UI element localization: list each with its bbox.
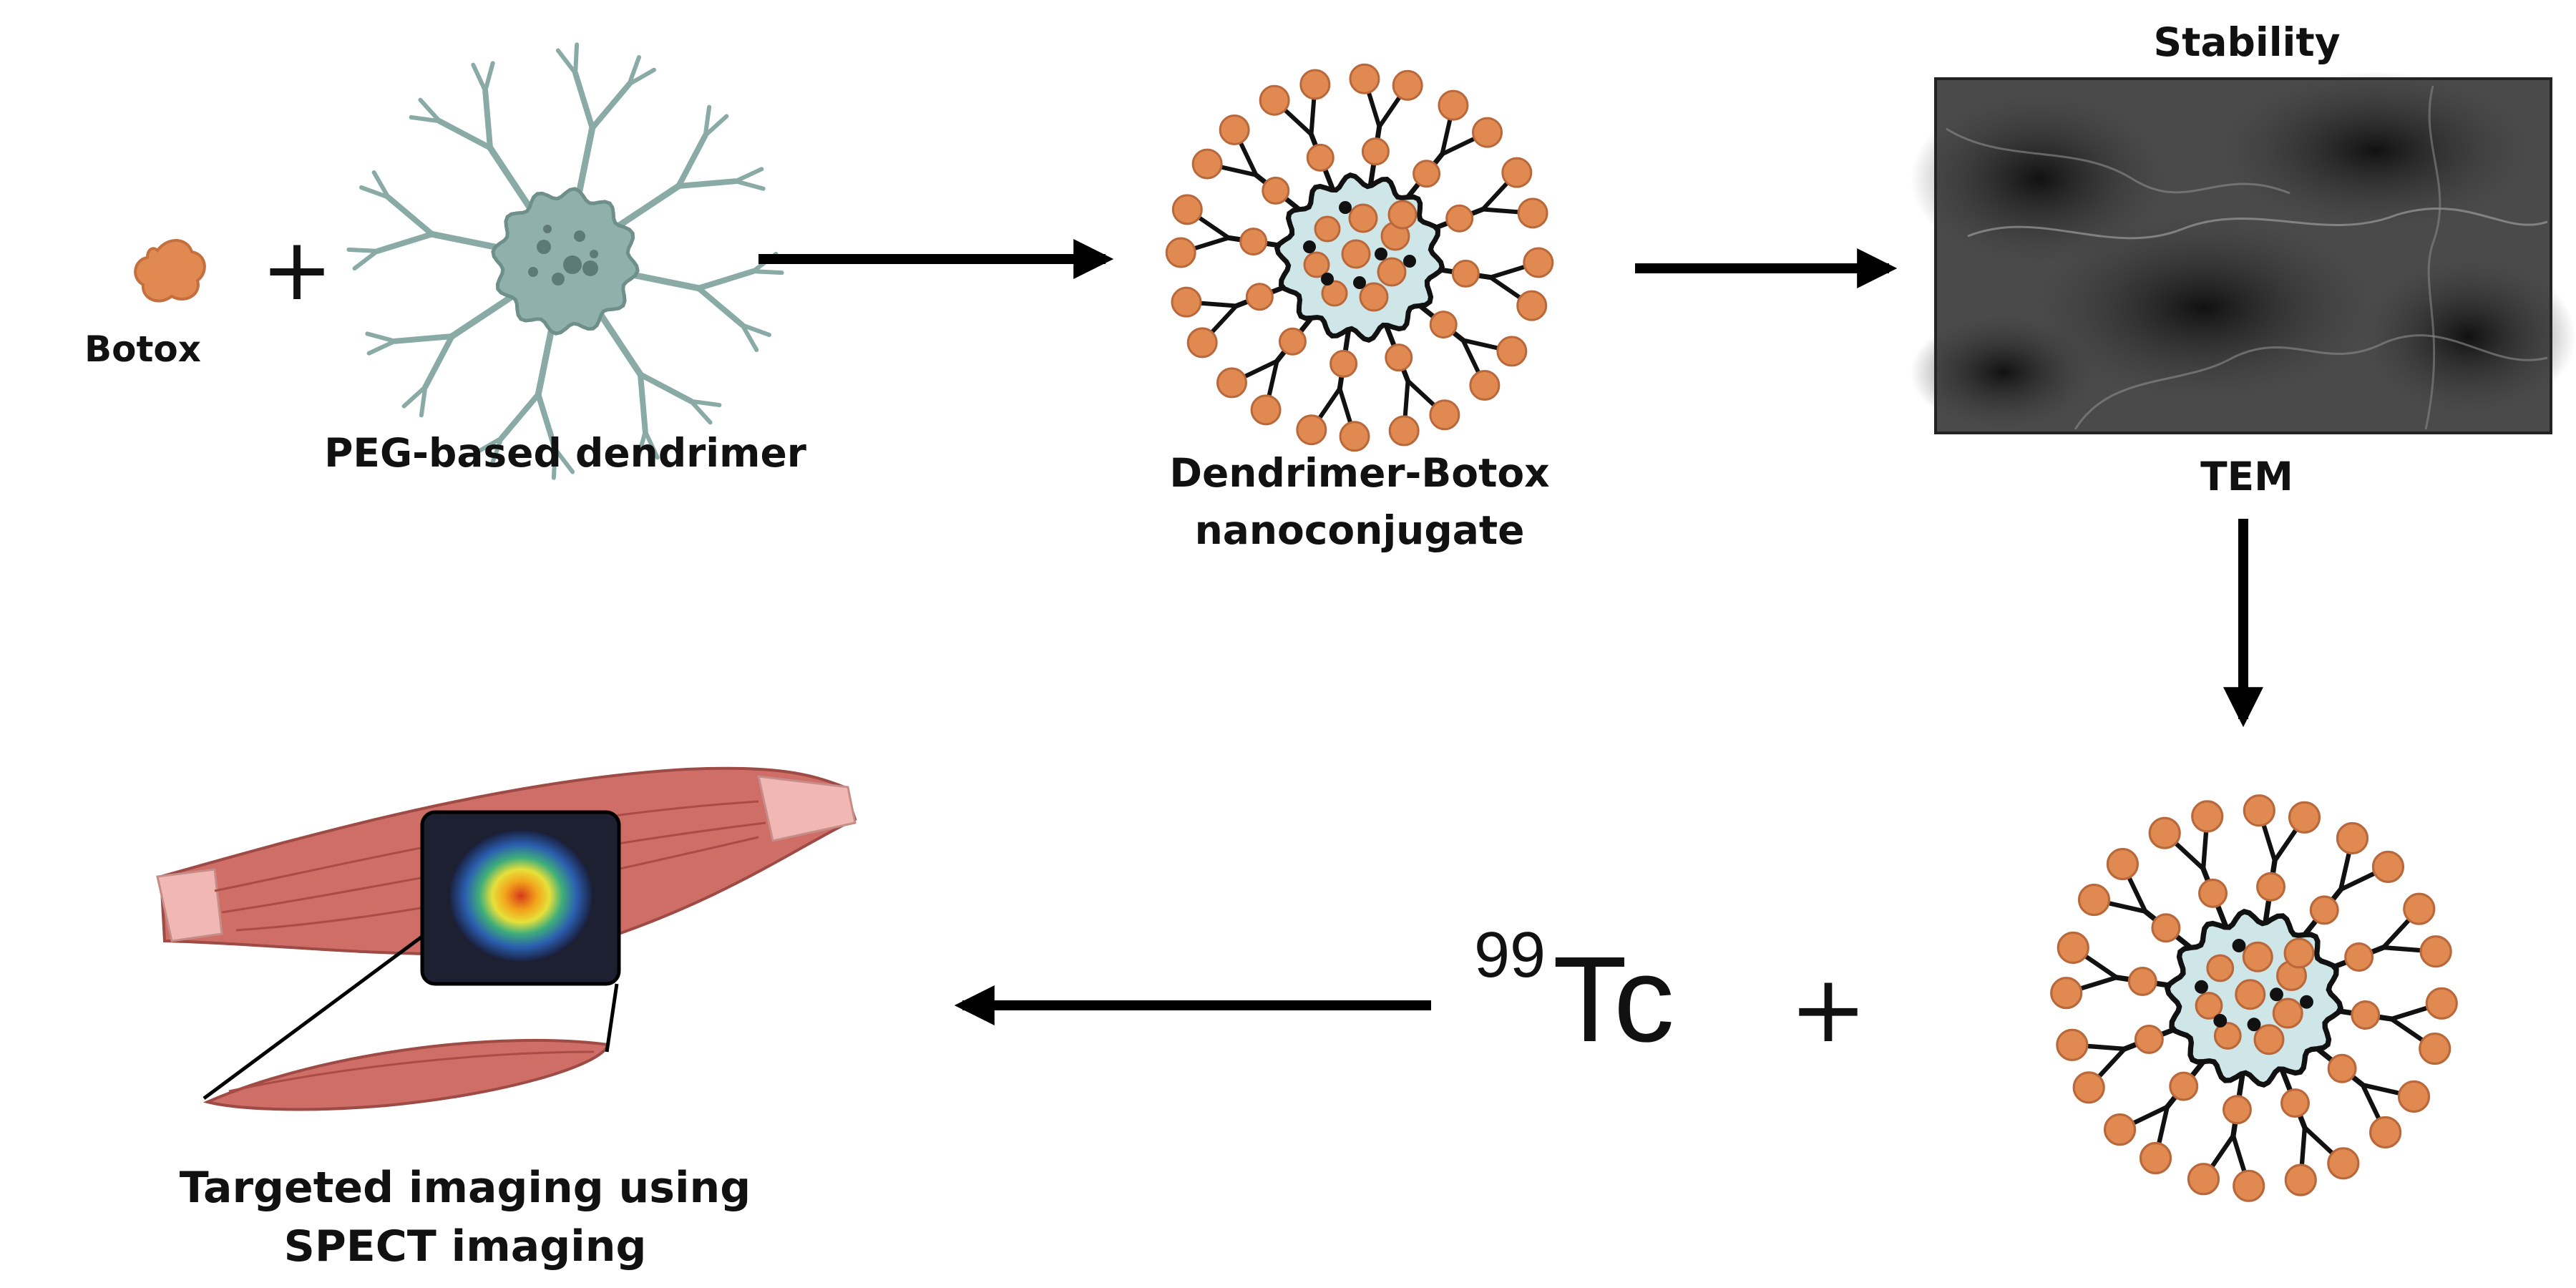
peg-dendrimer-icon xyxy=(346,42,784,480)
botox-particle xyxy=(134,239,206,303)
dendrimer-label: PEG-based dendrimer xyxy=(324,430,806,476)
imaging-label-line2: SPECT imaging xyxy=(284,1221,647,1272)
stability-label: Stability xyxy=(2153,19,2340,65)
imaging-label-line1: Targeted imaging using xyxy=(180,1163,751,1213)
technetium-symbol: Tc xyxy=(1553,932,1674,1068)
tem-micrograph xyxy=(1911,72,2576,434)
technetium-mass-number: 99 xyxy=(1474,919,1546,991)
tem-label: TEM xyxy=(2200,454,2293,499)
nanoconjugate-icon xyxy=(1165,63,1554,452)
botox-label: Botox xyxy=(84,328,201,370)
plus-sign-bottom: + xyxy=(1790,955,1868,1063)
conjugate-label-line2: nanoconjugate xyxy=(1195,507,1525,553)
nanoconjugate-icon-2 xyxy=(2050,794,2458,1202)
spect-scan-image xyxy=(420,810,621,986)
plus-sign-top: + xyxy=(261,220,333,320)
conjugate-label-line1: Dendrimer-Botox xyxy=(1169,450,1549,496)
